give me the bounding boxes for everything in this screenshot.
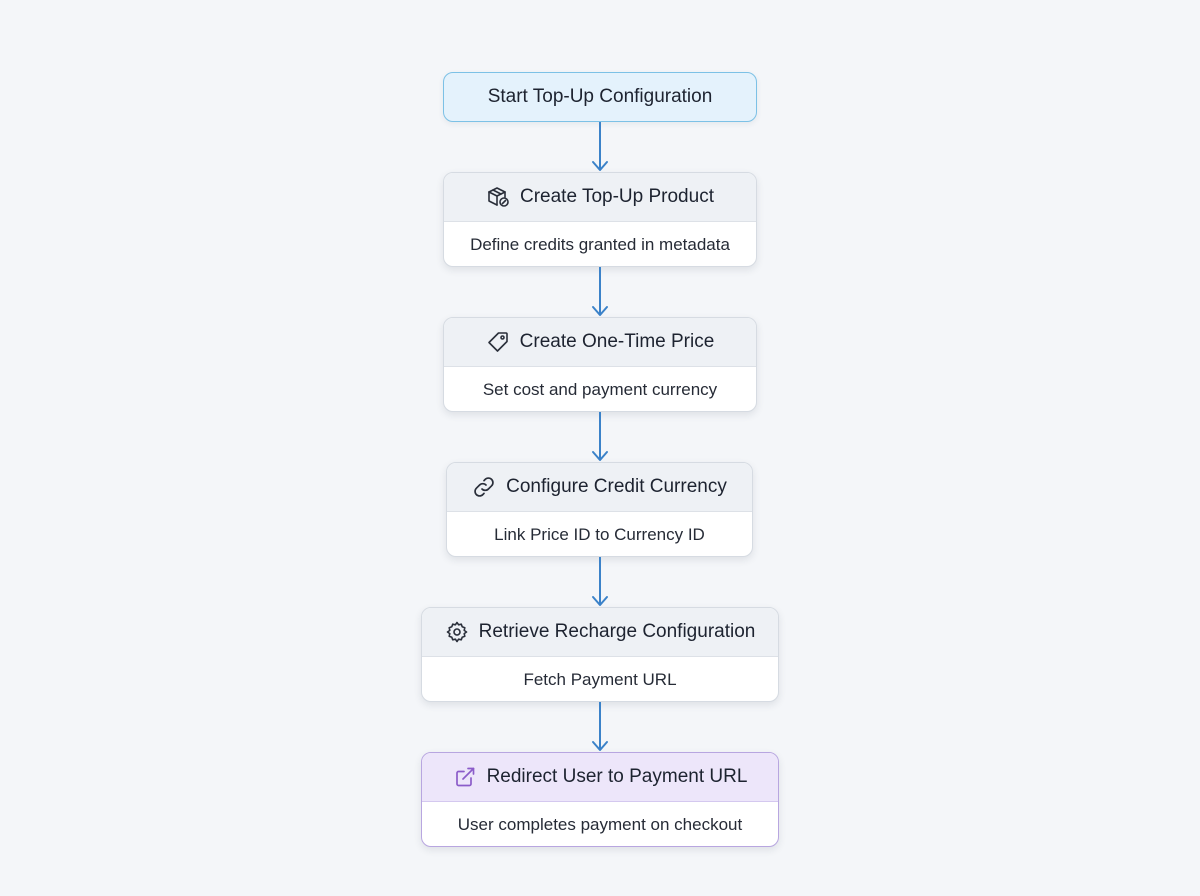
arrow-step-2-to-step-3 — [590, 412, 610, 462]
step-description: Set cost and payment currency — [482, 380, 718, 399]
step-create-one-time-price: Create One-Time Price Set cost and payme… — [443, 317, 757, 412]
step-header: Create One-Time Price — [444, 318, 756, 367]
step-configure-credit-currency: Configure Credit Currency Link Price ID … — [446, 462, 753, 557]
step-retrieve-recharge-configuration: Retrieve Recharge Configuration Fetch Pa… — [421, 607, 779, 702]
step-header: Redirect User to Payment URL — [422, 753, 778, 802]
step-description: Define credits granted in metadata — [470, 235, 730, 254]
gear-icon — [445, 620, 469, 644]
step-title: Redirect User to Payment URL — [486, 766, 748, 787]
step-header: Retrieve Recharge Configuration — [422, 608, 778, 657]
step-title: Create Top-Up Product — [520, 186, 714, 207]
arrow-start-to-step-1 — [590, 122, 610, 172]
tag-icon — [486, 330, 510, 354]
step-create-top-up-product: Create Top-Up Product Define credits gra… — [443, 172, 757, 267]
step-header: Create Top-Up Product — [444, 173, 756, 222]
arrow-step-4-to-step-5 — [590, 702, 610, 752]
arrow-step-1-to-step-2 — [590, 267, 610, 317]
arrow-step-3-to-step-4 — [590, 557, 610, 607]
step-description: User completes payment on checkout — [457, 815, 743, 834]
step-description: Link Price ID to Currency ID — [494, 525, 705, 544]
step-title: Configure Credit Currency — [506, 476, 727, 497]
step-description: Fetch Payment URL — [523, 670, 677, 689]
package-icon — [486, 185, 510, 209]
link-icon — [472, 475, 496, 499]
start-node: Start Top-Up Configuration — [443, 72, 757, 122]
start-node-label: Start Top-Up Configuration — [487, 86, 713, 107]
step-header: Configure Credit Currency — [447, 463, 752, 512]
step-title: Retrieve Recharge Configuration — [478, 621, 756, 642]
step-title: Create One-Time Price — [519, 331, 715, 352]
step-redirect-user-to-payment-url: Redirect User to Payment URL User comple… — [421, 752, 779, 847]
external-link-icon — [453, 765, 477, 789]
